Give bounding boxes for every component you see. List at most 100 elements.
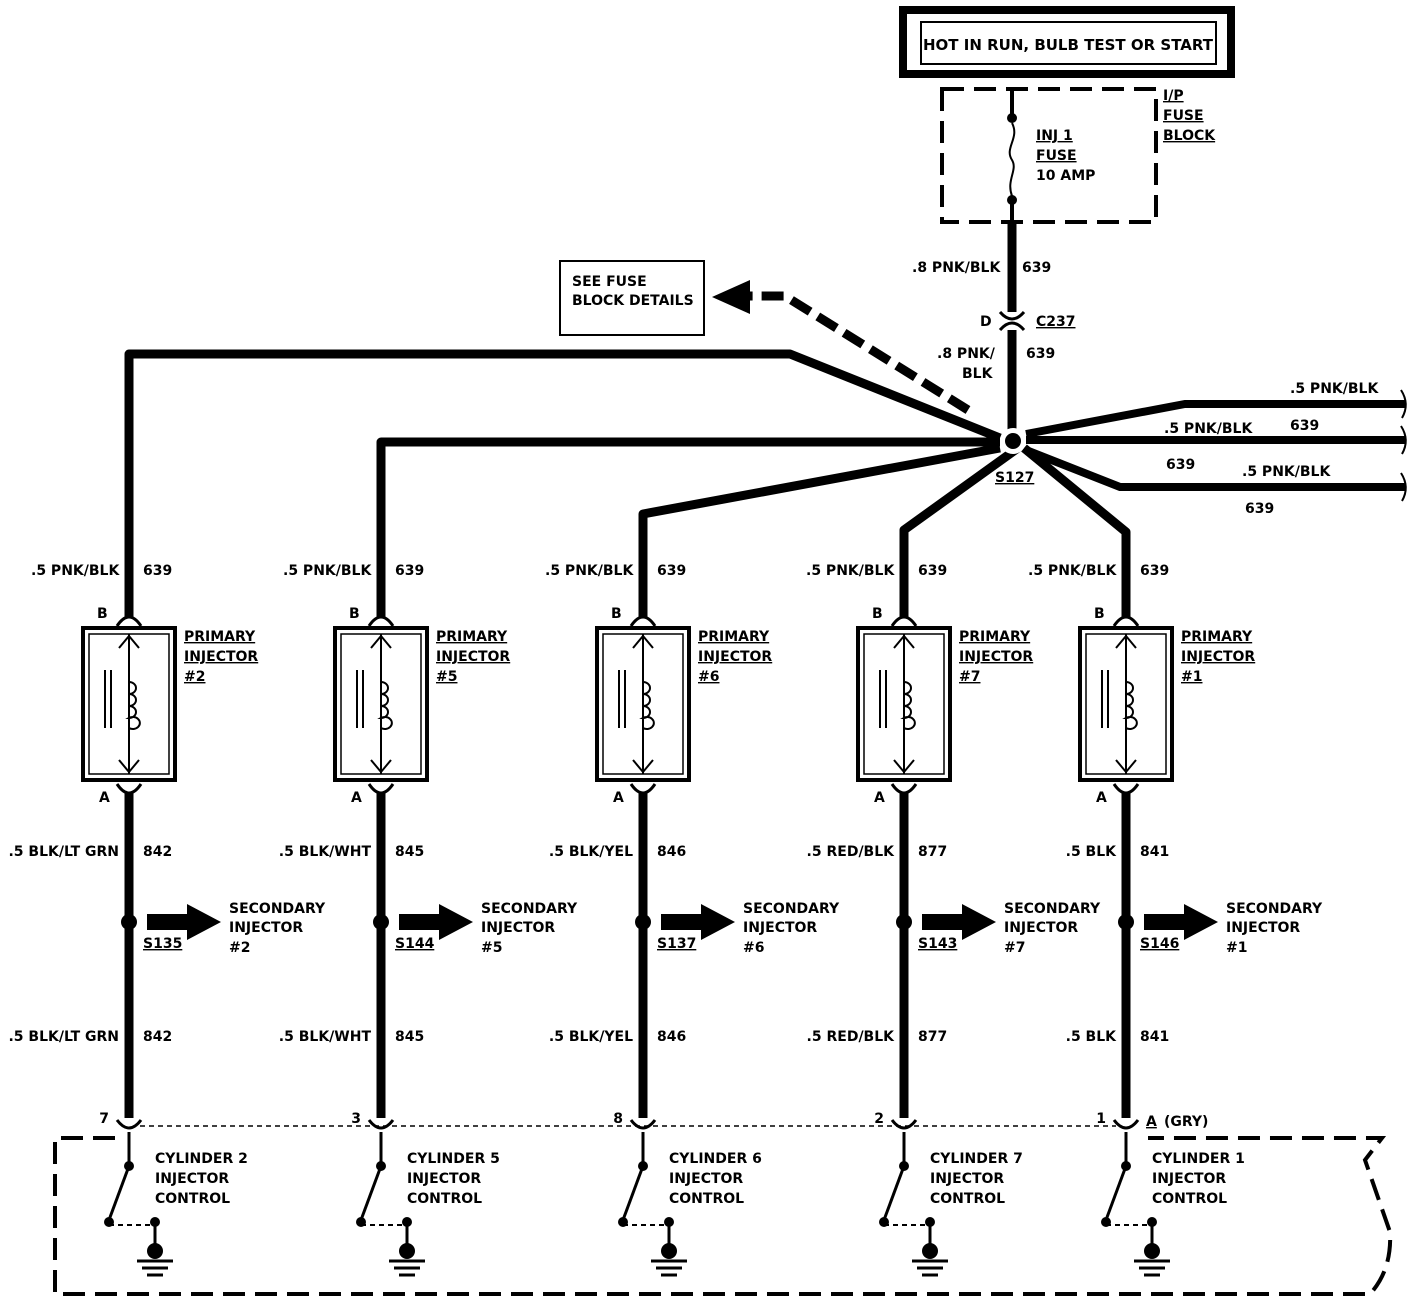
injector-control-wire-label: .5 BLK/YEL [549, 844, 633, 860]
splice-dot [896, 914, 912, 930]
injector-pin-a: A [874, 790, 885, 806]
pcm-connector-id: A [1146, 1114, 1157, 1130]
right-wire-3-label: .5 PNK/BLK [1242, 464, 1331, 480]
injector-pin-b: B [611, 606, 622, 622]
injector-control-circuit: 841 [1140, 844, 1169, 860]
switch-icon [1104, 1165, 1128, 1221]
switch-icon [621, 1165, 645, 1221]
switch-icon [107, 1165, 131, 1221]
secondary-injector-label-2: INJECTOR [1226, 920, 1300, 936]
connector-icon [115, 615, 143, 627]
fuse-icon [1008, 122, 1016, 197]
wire-break-icon [1400, 425, 1407, 455]
injector-control-circuit: 846 [657, 844, 686, 860]
injector-control-wire-label-lower: .5 BLK [1066, 1029, 1118, 1045]
cylinder-control-label-2: INJECTOR [930, 1171, 1004, 1187]
connector-icon [1112, 783, 1140, 795]
connector-icon [115, 1119, 143, 1130]
connector-c237-upper [998, 310, 1026, 321]
fuse-terminal-top [1007, 113, 1017, 123]
secondary-injector-label-1: SECONDARY [481, 901, 578, 917]
coil-icon [125, 681, 141, 730]
secondary-injector-label-3: #7 [1004, 940, 1025, 956]
injector-control-wire-label-lower: .5 BLK/LT GRN [8, 1029, 119, 1045]
injector-feed-circuit: 639 [1140, 563, 1169, 579]
feed-wire: .8 PNK/BLK 639 D C237 .8 PNK/ BLK 639 [912, 222, 1076, 435]
arrow-icon [399, 904, 473, 940]
injector-pin-a: A [613, 790, 624, 806]
cylinder-control-label-3: CONTROL [669, 1191, 744, 1207]
secondary-injector-label-3: #6 [743, 940, 764, 956]
switch-icon [359, 1165, 383, 1221]
coil-icon [639, 681, 655, 730]
connector-c237-lower [998, 321, 1026, 332]
see-fuse-text-2: BLOCK DETAILS [572, 293, 694, 309]
secondary-injector-label-1: SECONDARY [1004, 901, 1101, 917]
secondary-injector-label-1: SECONDARY [743, 901, 840, 917]
connector-icon [629, 1119, 657, 1130]
feed-wire-top-label: .8 PNK/BLK [912, 260, 1001, 276]
injector-control-circuit-lower: 877 [918, 1029, 947, 1045]
arrow-icon [712, 280, 750, 314]
injector-feed-wire-label: .5 PNK/BLK [806, 563, 895, 579]
arrow-icon [1144, 904, 1218, 940]
injector-control-wire-label-lower: .5 RED/BLK [807, 1029, 896, 1045]
secondary-injector-label-2: INJECTOR [481, 920, 555, 936]
injector-pin-b: B [872, 606, 883, 622]
fuse-name-1: INJ 1 [1036, 128, 1073, 144]
injector-control-wire-label-lower: .5 BLK/WHT [279, 1029, 372, 1045]
injector-splice-label: S135 [143, 936, 182, 952]
fuse-block-label-2: FUSE [1163, 108, 1204, 124]
injector-label-2: INJECTOR [698, 649, 772, 665]
pcm-connector-color: (GRY) [1164, 1114, 1208, 1130]
injector-feed-wire-label: .5 PNK/BLK [545, 563, 634, 579]
injector-feed-wire-label: .5 PNK/BLK [1028, 563, 1117, 579]
injector-label-1: PRIMARY [184, 629, 256, 645]
injector-label-1: PRIMARY [698, 629, 770, 645]
fuse-rating: 10 AMP [1036, 168, 1095, 184]
feed-circuit-mid: 639 [1026, 346, 1055, 362]
injector-splice-label: S143 [918, 936, 957, 952]
arrow-icon [147, 904, 221, 940]
connector-pin: D [980, 314, 992, 330]
injector-label-3: #6 [698, 669, 719, 685]
injector-pin-b: B [97, 606, 108, 622]
pcm-module: A (GRY) [53, 1114, 1393, 1296]
right-wire-1-circuit: 639 [1290, 418, 1319, 434]
arrow-icon [661, 904, 735, 940]
injector-splice-label: S146 [1140, 936, 1179, 952]
right-wire-2-label: .5 PNK/BLK [1164, 421, 1253, 437]
injector-label-3: #1 [1181, 669, 1202, 685]
injector-feed-circuit: 639 [657, 563, 686, 579]
connector-icon [367, 1119, 395, 1130]
see-fuse-block-reference: SEE FUSE BLOCK DETAILS [559, 260, 971, 414]
injector-label-2: INJECTOR [436, 649, 510, 665]
injector-control-circuit: 877 [918, 844, 947, 860]
injector-feed-circuit: 639 [143, 563, 172, 579]
connector-id: C237 [1036, 314, 1076, 330]
feed-wire-mid-label-1: .8 PNK/ [937, 346, 996, 362]
fuse-name-2: FUSE [1036, 148, 1077, 164]
pcm-pin-number: 7 [99, 1111, 109, 1127]
secondary-injector-label-2: INJECTOR [1004, 920, 1078, 936]
injector-pin-a: A [351, 790, 362, 806]
injector-label-3: #7 [959, 669, 980, 685]
injector-label-2: INJECTOR [1181, 649, 1255, 665]
splice-dot [635, 914, 651, 930]
injector-pin-b: B [349, 606, 360, 622]
injector-control-wire-label-lower: .5 BLK/YEL [549, 1029, 633, 1045]
coil-icon [1122, 681, 1138, 730]
cylinder-control-label-1: CYLINDER 5 [407, 1151, 500, 1167]
arrow-icon [922, 904, 996, 940]
coil-icon [900, 681, 916, 730]
injector-label-2: INJECTOR [184, 649, 258, 665]
splice-s127-label: S127 [995, 470, 1034, 486]
injector-control-wire-label: .5 RED/BLK [807, 844, 896, 860]
injector-splice-label: S137 [657, 936, 696, 952]
injector-feed-circuit: 639 [395, 563, 424, 579]
injector-label-1: PRIMARY [959, 629, 1031, 645]
injector-label-1: PRIMARY [1181, 629, 1253, 645]
injector-label-3: #2 [184, 669, 205, 685]
